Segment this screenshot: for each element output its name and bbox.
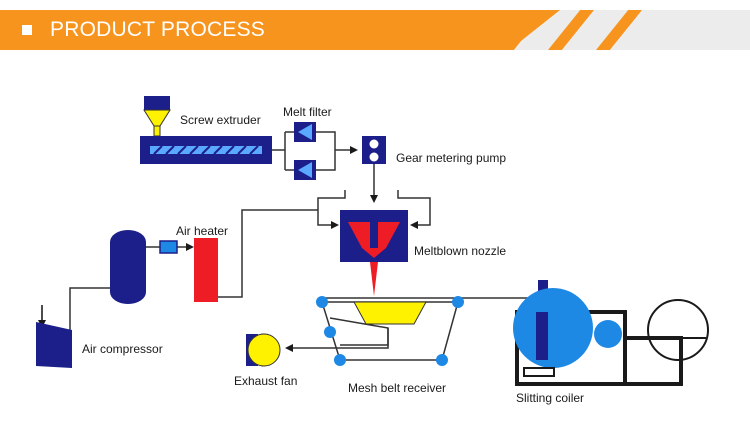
mesh-belt-receiver xyxy=(316,296,464,366)
meltblown-nozzle xyxy=(340,210,408,296)
label-mesh-belt-receiver: Mesh belt receiver xyxy=(348,381,446,395)
label-slitting-coiler: Slitting coiler xyxy=(516,391,584,405)
air-valve xyxy=(159,240,178,254)
label-exhaust-fan: Exhaust fan xyxy=(234,374,297,388)
header-bullet-icon xyxy=(22,25,32,35)
label-gear-metering-pump: Gear metering pump xyxy=(396,151,506,165)
air-tank xyxy=(110,230,146,304)
label-screw-extruder: Screw extruder xyxy=(180,113,261,127)
screw-extruder xyxy=(140,96,272,164)
air-heater xyxy=(194,238,218,302)
header-band xyxy=(0,10,560,50)
label-air-heater: Air heater xyxy=(176,224,228,238)
page-title: PRODUCT PROCESS xyxy=(50,18,265,41)
label-air-compressor: Air compressor xyxy=(82,342,163,356)
gear-metering-pump xyxy=(362,136,386,164)
label-melt-filter: Melt filter xyxy=(283,105,332,119)
label-meltblown-nozzle: Meltblown nozzle xyxy=(414,244,506,258)
slitting-coiler xyxy=(513,280,709,386)
section-header: PRODUCT PROCESS xyxy=(0,10,750,50)
exhaust-fan xyxy=(246,333,281,367)
melt-filter xyxy=(294,122,316,180)
air-compressor xyxy=(36,322,72,368)
